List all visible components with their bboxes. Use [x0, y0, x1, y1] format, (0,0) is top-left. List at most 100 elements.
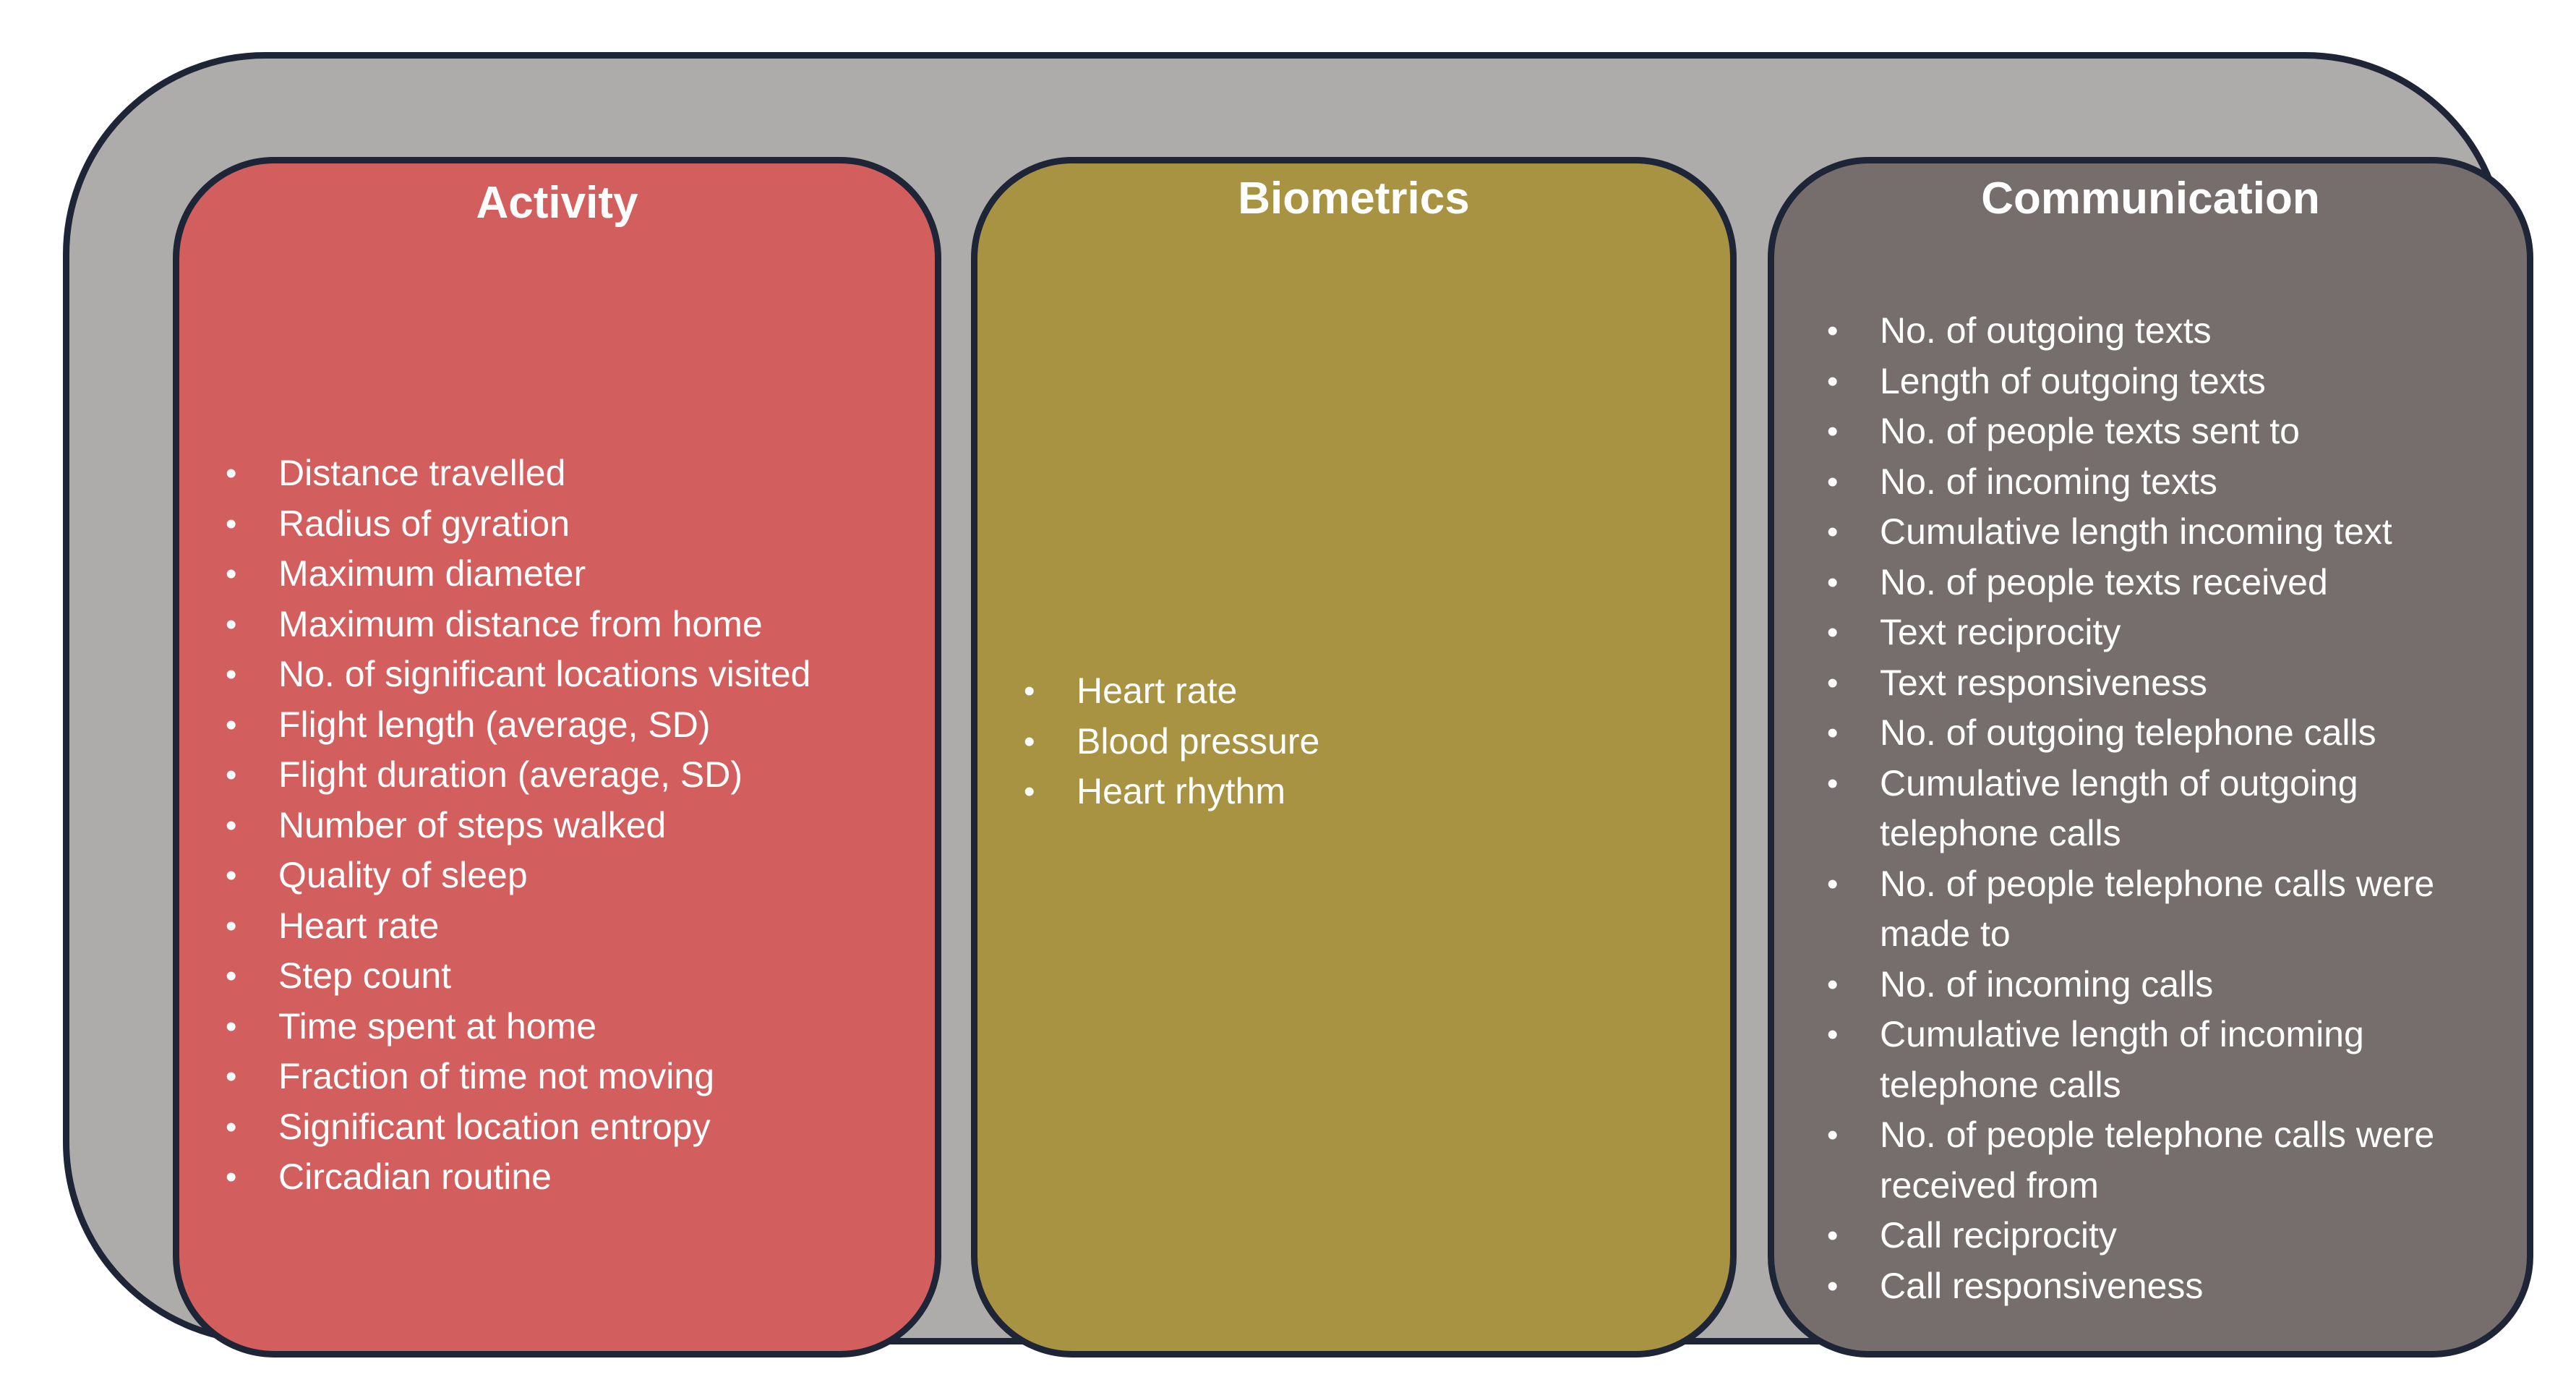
- list-item-text: No. of people telephone calls were: [1880, 1114, 2435, 1155]
- bullet-icon: •: [1827, 363, 1839, 399]
- list-item-text: Cumulative length of outgoing: [1880, 762, 2358, 804]
- list-item-text: Call responsiveness: [1880, 1265, 2204, 1306]
- bullet-icon: •: [226, 657, 237, 692]
- list-item: • Cumulative length of incoming: [1827, 1010, 2434, 1060]
- list-item-text: Blood pressure: [1077, 720, 1320, 762]
- bullet-icon: •: [1827, 615, 1839, 650]
- bullet-icon: •: [226, 908, 237, 944]
- list-item-text: telephone calls: [1880, 1064, 2121, 1105]
- bullet-icon: •: [1827, 966, 1839, 1002]
- list-item: • No. of incoming texts: [1827, 457, 2434, 508]
- list-item: • Heart rhythm: [1024, 767, 1319, 817]
- list-item: • Number of steps walked: [226, 801, 810, 851]
- list-item-text: Cumulative length of incoming: [1880, 1014, 2364, 1054]
- bullet-icon: •: [226, 506, 237, 542]
- list-item-text: Heart rhythm: [1077, 771, 1285, 811]
- bullet-icon: •: [226, 958, 237, 994]
- bullet-icon: •: [1827, 1268, 1839, 1304]
- bullet-icon: •: [1827, 514, 1839, 550]
- list-item-text: Number of steps walked: [278, 804, 667, 845]
- list-item-text: Heart rate: [278, 905, 440, 946]
- list-item: • Time spent at home: [226, 1002, 810, 1052]
- bullet-icon: •: [1827, 313, 1839, 349]
- list-item-text: No. of outgoing texts: [1880, 310, 2212, 351]
- bullet-icon: •: [226, 606, 237, 642]
- list-item: • Circadian routine: [226, 1152, 810, 1203]
- list-item: • No. of outgoing texts: [1827, 306, 2434, 357]
- bullet-icon: •: [226, 556, 237, 592]
- list-item-text: Call reciprocity: [1880, 1215, 2117, 1256]
- list-item-text: Circadian routine: [278, 1156, 552, 1197]
- list-item: • Distance travelled: [226, 448, 810, 499]
- bullet-icon: •: [226, 456, 237, 491]
- list-item-text: Distance travelled: [278, 453, 566, 493]
- bullet-icon: •: [1827, 1017, 1839, 1052]
- activity-title: Activity: [476, 178, 638, 228]
- bullet-icon: •: [1024, 673, 1035, 709]
- list-item-text: Significant location entropy: [278, 1106, 711, 1147]
- bullet-icon: •: [1827, 564, 1839, 600]
- bullet-icon: •: [1024, 774, 1035, 809]
- list-item-text: Text responsiveness: [1880, 662, 2208, 703]
- list-item: •Significant location entropy: [226, 1102, 810, 1153]
- list-item: • Radius of gyration: [226, 499, 810, 550]
- communication-panel: Communication • No. of outgoing texts • Len…: [1768, 157, 2533, 1357]
- list-item-text: No. of incoming texts: [1880, 461, 2217, 502]
- list-item: •Text responsiveness: [1827, 658, 2434, 709]
- list-item-text: Radius of gyration: [278, 503, 570, 544]
- bullet-icon: •: [226, 1059, 237, 1094]
- list-item: • No. of outgoing telephone calls: [1827, 708, 2434, 759]
- biometrics-list: •Heart rate•Blood pressure•Heart rhythm: [1024, 666, 1319, 817]
- bullet-icon: •: [1024, 723, 1035, 759]
- list-item: telephone calls: [1827, 809, 2434, 859]
- bullet-icon: •: [226, 707, 237, 743]
- list-item-text: Time spent at home: [278, 1005, 597, 1047]
- list-item: •Maximum diameter: [226, 549, 810, 600]
- list-item: • No. of people texts received: [1827, 558, 2434, 608]
- list-item-text: Length of outgoing texts: [1880, 360, 2266, 401]
- bullet-icon: •: [226, 757, 237, 793]
- activity-list: • Distance travelled • Radius of gyration •M…: [226, 448, 810, 1203]
- biometrics-title: Biometrics: [1238, 174, 1470, 223]
- bullet-icon: •: [1827, 765, 1839, 801]
- bullet-icon: •: [1827, 866, 1839, 902]
- list-item-text: No. of incoming calls: [1880, 963, 2214, 1005]
- list-item: •Maximum distance from home: [226, 600, 810, 650]
- list-item-text: No. of outgoing telephone calls: [1880, 712, 2376, 753]
- bullet-icon: •: [1827, 1218, 1839, 1253]
- bullet-icon: •: [226, 807, 237, 843]
- list-item-text: Cumulative length incoming text: [1880, 511, 2392, 552]
- activity-panel: Activity • Distance travelled • Radius of g…: [173, 157, 941, 1357]
- list-item-text: telephone calls: [1880, 813, 2121, 853]
- list-item: received from: [1827, 1161, 2434, 1211]
- bullet-icon: •: [226, 858, 237, 893]
- bullet-icon: •: [226, 1008, 237, 1044]
- list-item: • No. of significant locations visited: [226, 649, 810, 700]
- list-item-text: Fraction of time not moving: [278, 1056, 715, 1096]
- list-item: • Call reciprocity: [1827, 1211, 2434, 1261]
- list-item-text: Flight duration (average, SD): [278, 754, 743, 795]
- bullet-icon: •: [1827, 715, 1839, 751]
- communication-title: Communication: [1981, 174, 2320, 223]
- communication-list: • No. of outgoing texts • Length of outgoin…: [1827, 306, 2434, 1311]
- list-item-text: Quality of sleep: [278, 855, 528, 895]
- list-item: telephone calls: [1827, 1060, 2434, 1111]
- list-item-text: No. of significant locations visited: [278, 654, 811, 694]
- list-item-text: received from: [1880, 1164, 2099, 1206]
- list-item: • Blood pressure: [1024, 717, 1319, 767]
- list-item: • Flight duration (average, SD): [226, 750, 810, 801]
- list-item: • Flight length (average, SD): [226, 700, 810, 751]
- bullet-icon: •: [226, 1159, 237, 1195]
- list-item-text: Text reciprocity: [1880, 612, 2121, 652]
- bullet-icon: •: [1827, 414, 1839, 449]
- list-item-text: No. of people texts received: [1880, 561, 2328, 602]
- bullet-icon: •: [1827, 464, 1839, 500]
- list-item: •No. of people texts sent to: [1827, 406, 2434, 457]
- list-item: •Step count: [226, 951, 810, 1002]
- list-item: • Text reciprocity: [1827, 608, 2434, 658]
- list-item: • No. of incoming calls: [1827, 960, 2434, 1010]
- list-item-text: Flight length (average, SD): [278, 704, 711, 745]
- bullet-icon: •: [1827, 1117, 1839, 1153]
- list-item: •Heart rate: [1024, 666, 1319, 717]
- list-item-text: No. of people telephone calls were: [1880, 863, 2435, 904]
